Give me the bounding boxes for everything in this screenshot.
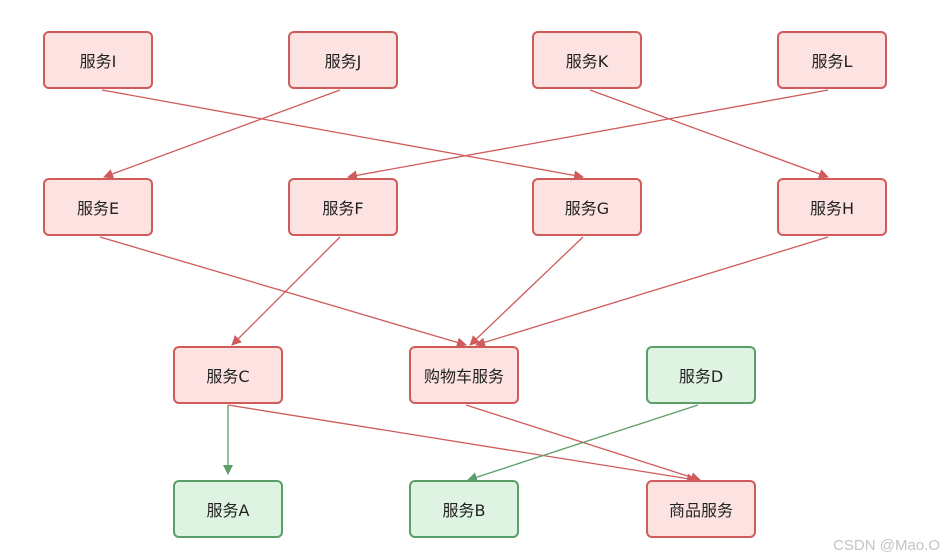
node-service-f: 服务F [288,178,398,236]
edge-i-to-g [101,89,584,181]
edge-g-to-cart [469,236,584,346]
node-cart-service: 购物车服务 [409,346,519,404]
node-service-k: 服务K [532,31,642,89]
node-service-e: 服务E [43,178,153,236]
node-service-b: 服务B [409,480,519,538]
node-service-h: 服务H [777,178,887,236]
node-product-service: 商品服务 [646,480,756,538]
edge-d-to-b [467,404,699,482]
edge-f-to-c [231,236,341,346]
edge-k-to-h [589,89,829,179]
node-service-i: 服务I [43,31,153,89]
edge-l-to-f [347,89,829,181]
watermark: CSDN @Mao.O [833,537,940,554]
node-service-c: 服务C [173,346,283,404]
edge-c-to-product [227,404,697,484]
edge-h-to-cart [475,236,829,348]
node-service-g: 服务G [532,178,642,236]
node-service-j: 服务J [288,31,398,89]
edge-j-to-e [103,89,341,179]
node-service-d: 服务D [646,346,756,404]
node-service-l: 服务L [777,31,887,89]
node-service-a: 服务A [173,480,283,538]
edge-e-to-cart [99,236,467,348]
